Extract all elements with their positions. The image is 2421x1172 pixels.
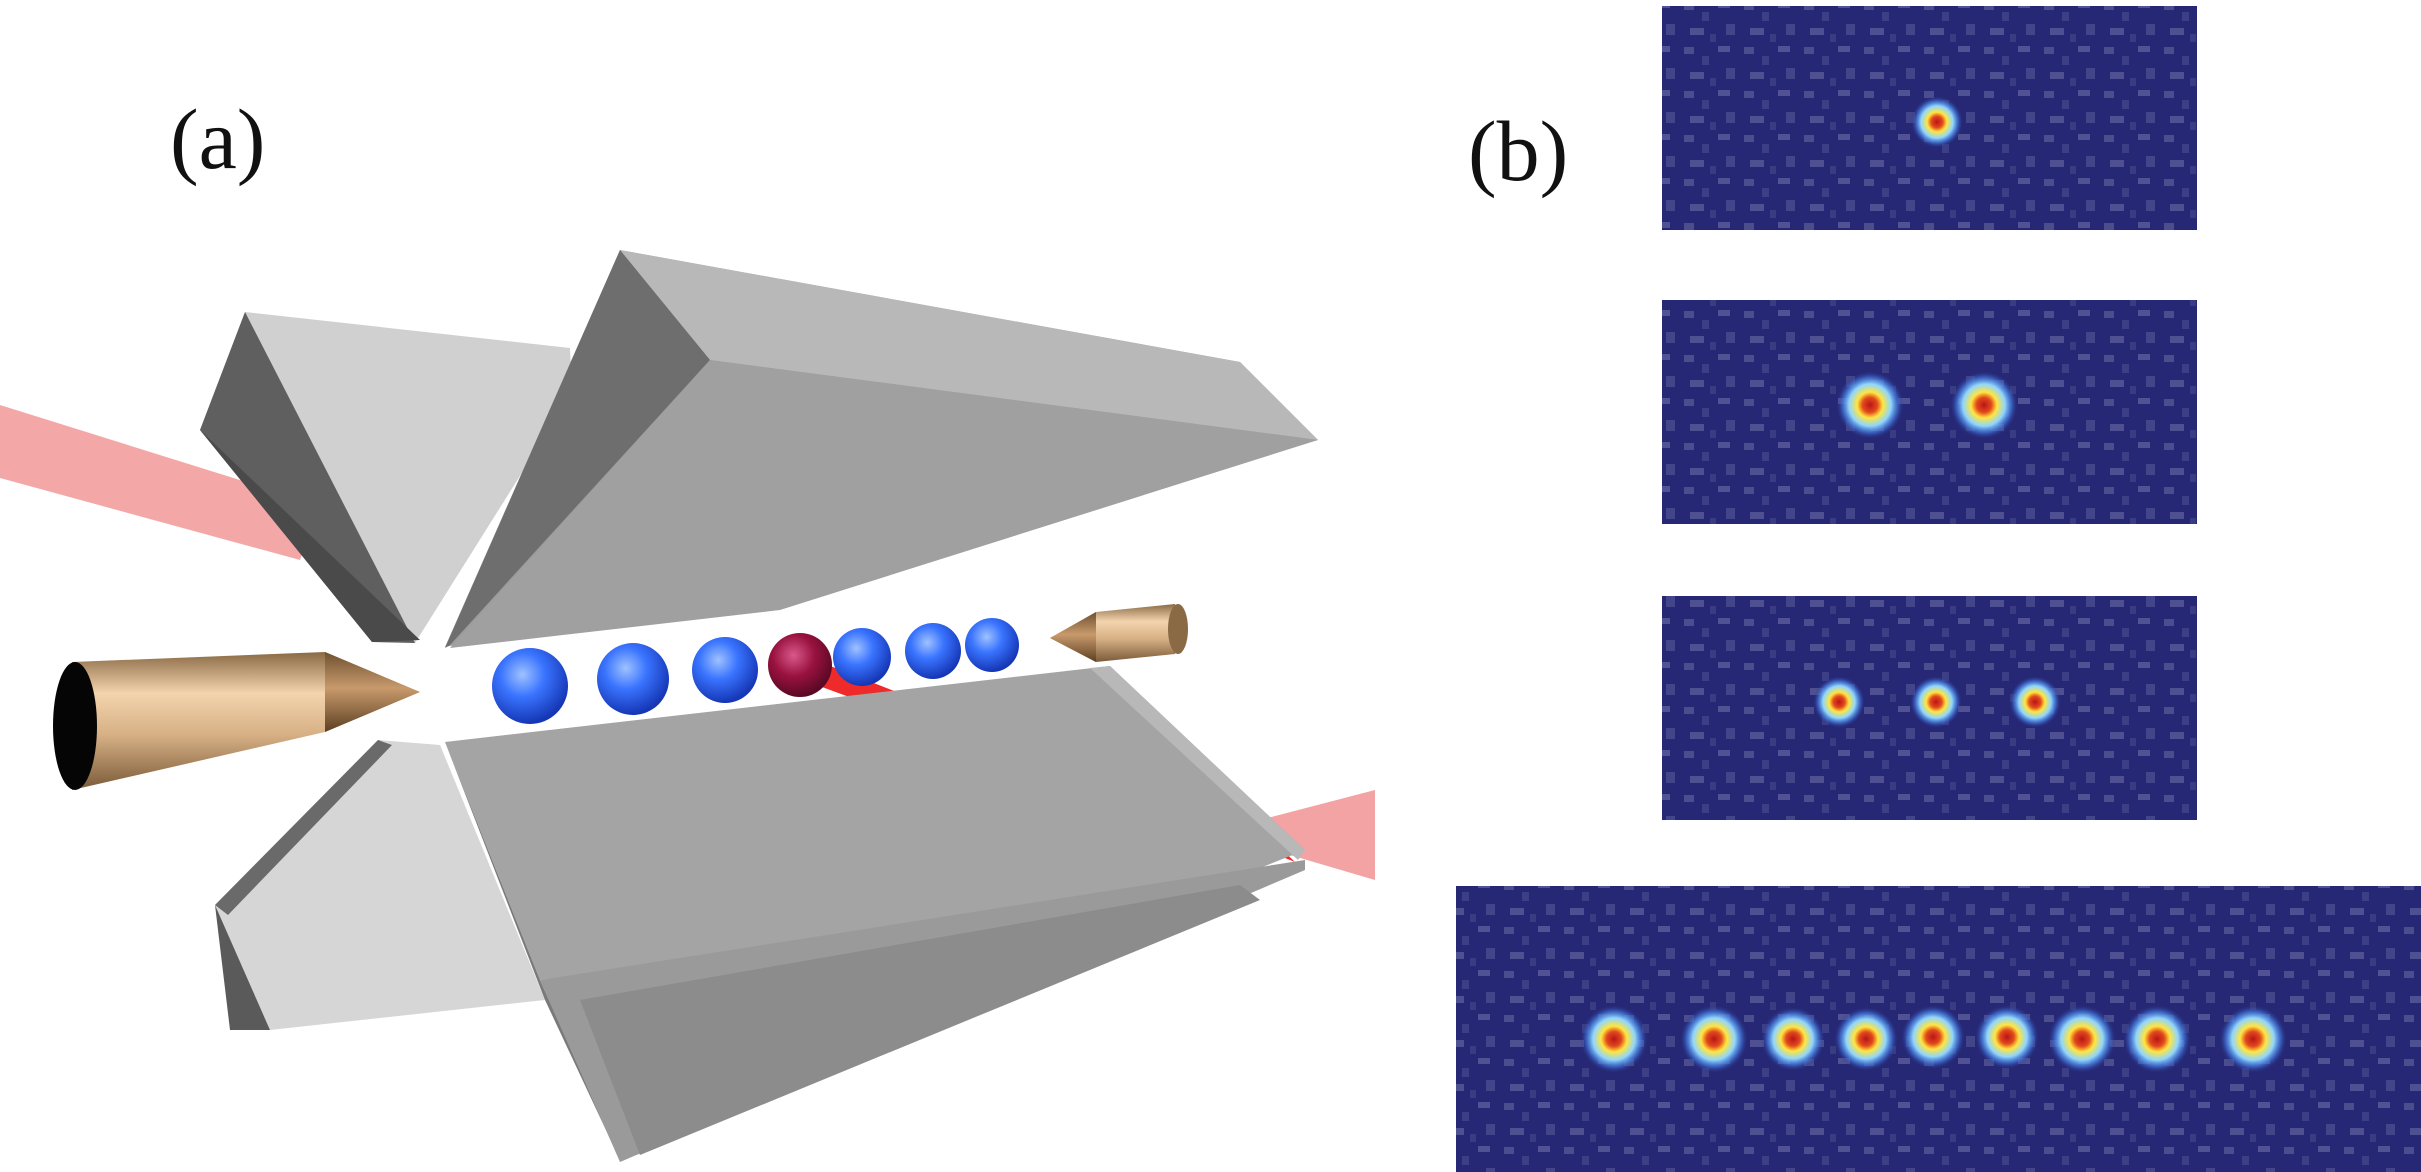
end-cap-electrode-left (53, 652, 420, 790)
ion-spot (2009, 676, 2061, 728)
electrode-upper-back (200, 312, 572, 643)
ion-spot (1813, 676, 1865, 728)
ion-spot (1901, 1005, 1965, 1069)
ion-spot (2048, 1005, 2116, 1073)
panel-label-b: (b) (1468, 103, 1569, 199)
ion-spot (1910, 676, 1962, 728)
ion-highlighted (768, 633, 832, 697)
ion-spot (1836, 371, 1904, 439)
ion (905, 623, 961, 679)
ion-spot (1975, 1005, 2039, 1069)
panel-label-a: (a) (170, 91, 266, 187)
electrode-lower-back (215, 740, 545, 1030)
laser-beam-left (0, 405, 320, 560)
end-cap-electrode-right (1050, 604, 1188, 662)
ion-spot (1834, 1007, 1898, 1071)
fluorescence-image-1 (1662, 6, 2197, 230)
ion-spot (1911, 96, 1963, 148)
ion (833, 628, 891, 686)
ion (965, 618, 1019, 672)
ion-chain (492, 618, 1019, 724)
fluorescence-image-3 (1662, 596, 2197, 820)
ion-spot (2123, 1005, 2191, 1073)
ion (492, 648, 568, 724)
laser-beam-right-faint (1260, 790, 1375, 880)
electrode-lower-front (445, 666, 1305, 1162)
ion (692, 637, 758, 703)
ion-spot (1580, 1005, 1648, 1073)
ion-spot (1680, 1005, 1748, 1073)
ion-spot (1761, 1007, 1825, 1071)
trap-diagram (0, 250, 1375, 1162)
fluorescence-image-2 (1662, 300, 2197, 524)
fluorescence-image-4 (1456, 886, 2421, 1172)
ion (597, 643, 669, 715)
ion-spot (1950, 371, 2018, 439)
ion-spot (2219, 1005, 2287, 1073)
electrode-upper-front (445, 250, 1318, 648)
